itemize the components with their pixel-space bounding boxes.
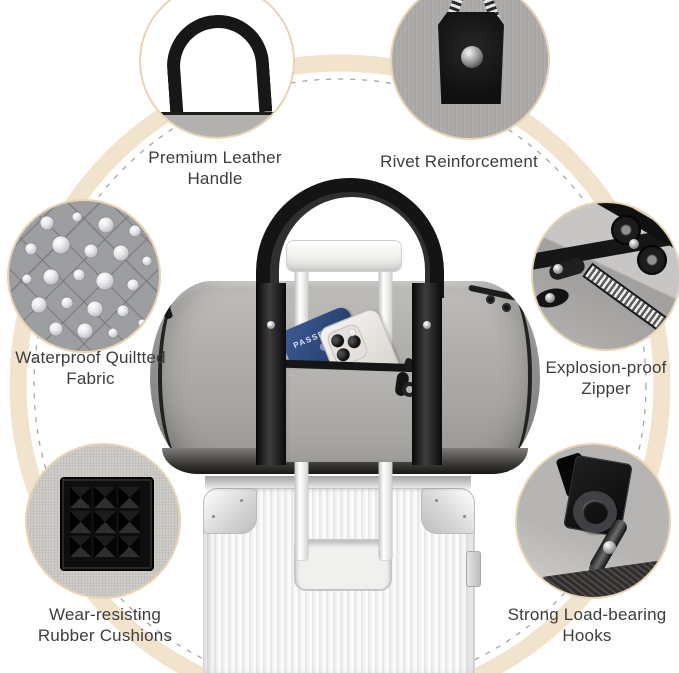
bag-front-pocket (284, 368, 416, 462)
swivel-stud-icon (603, 541, 616, 554)
feature-photo-rubber-cushion (25, 443, 181, 599)
feature-photo-waterproof-fabric (7, 199, 161, 353)
metal-stud-icon (545, 293, 555, 303)
screw-dot (240, 499, 243, 502)
bag-top-edge (141, 112, 293, 137)
bag-drop-shadow (205, 476, 471, 492)
suitcase-corner-guard-right (421, 488, 475, 534)
screw-dot (212, 515, 215, 518)
round-zipper-pull-icon (637, 245, 667, 275)
feature-photo-rivet-reinforcement (390, 0, 550, 140)
suitcase-corner-guard-left (203, 488, 257, 534)
leather-handle-icon (163, 11, 273, 119)
bag-right-zipper-seam (500, 287, 532, 465)
feature-label-premium-leather-handle: Premium Leather Handle (148, 148, 282, 188)
feature-label-wear-resisting-rubber-cushions: Wear-resisting Rubber Cushions (37, 605, 173, 645)
camera-lens-icon (329, 332, 347, 350)
strap-rivet-icon (423, 321, 431, 329)
feature-photo-premium-leather-handle (139, 0, 295, 139)
metal-stud-icon (553, 264, 563, 274)
feature-photo-explosion-proof-zipper (531, 201, 679, 351)
screw-dot (463, 515, 466, 518)
feature-photo-load-bearing-hook (515, 443, 671, 599)
screw-dot (435, 499, 438, 502)
zipper-pull-icon (486, 295, 495, 304)
zipper-pull-icon (502, 303, 511, 312)
bag-strap-right (412, 283, 442, 465)
trolley-handle-recess (294, 539, 392, 591)
feature-label-explosion-proof-zipper: Explosion-proof Zipper (545, 358, 667, 398)
cushion-stud-grid (70, 487, 140, 557)
metal-link-icon (629, 239, 639, 249)
feature-label-rivet-reinforcement: Rivet Reinforcement (380, 152, 538, 171)
beige-ring (9, 54, 671, 673)
feature-label-waterproof-quiltted-fabric: Waterproof Quiltted Fabric (15, 348, 166, 388)
rivet-icon (461, 46, 483, 68)
rubber-cushion (60, 477, 154, 571)
feature-label-strong-load-bearing-hooks: Strong Load-bearing Hooks (507, 605, 667, 645)
dashed-circle (33, 78, 647, 673)
suitcase (203, 488, 481, 673)
bag-strap-left (256, 283, 286, 465)
water-droplets (21, 211, 153, 340)
bag-left-zipper-seam (158, 287, 190, 465)
strap-rivet-icon (267, 321, 275, 329)
suitcase-side-lock (466, 551, 481, 587)
